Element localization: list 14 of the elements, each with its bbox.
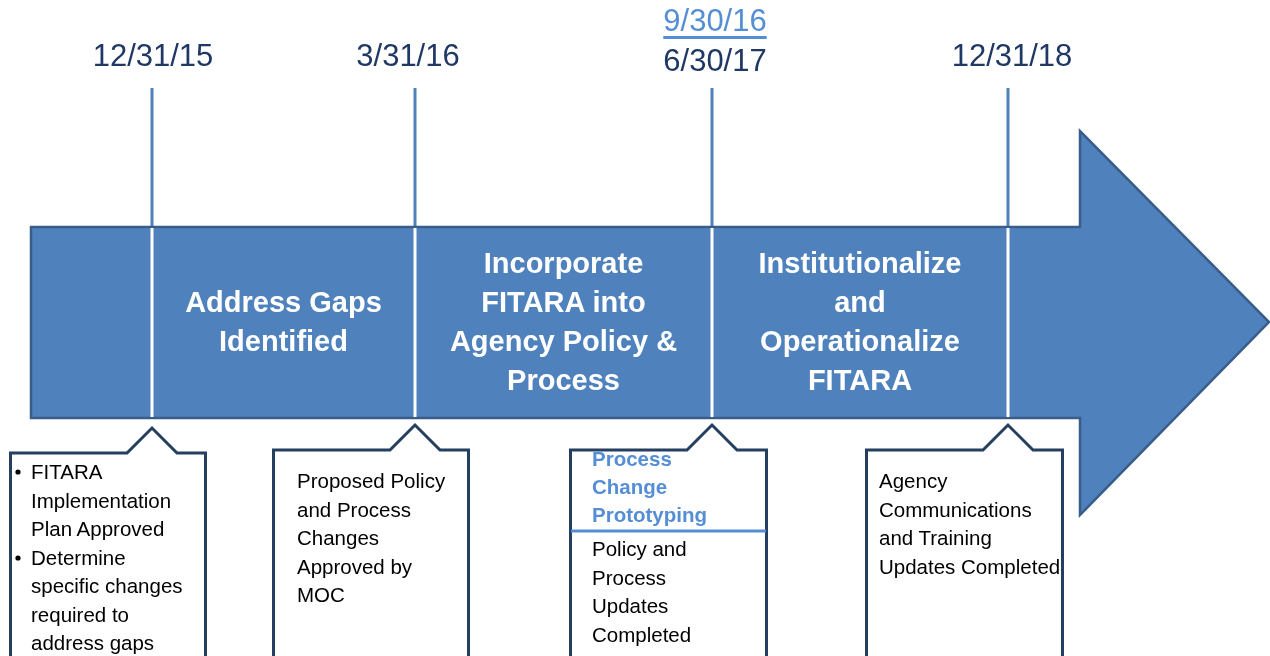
callout-text: Proposed Policy and Process Changes Approved by MOC bbox=[297, 468, 447, 608]
date-label: 6/30/17 bbox=[662, 43, 768, 79]
date-label: 12/31/15 bbox=[91, 38, 215, 74]
date-label: 9/30/16 bbox=[662, 3, 768, 39]
callout-text: Agency Communications and Training Updates Completed bbox=[879, 468, 1061, 580]
phase-label: Institutionalize and Operationalize FITARA bbox=[757, 246, 963, 398]
bullet-text: FITARA Implementation Plan Approved bbox=[31, 460, 172, 540]
date-label: 3/31/16 bbox=[355, 38, 461, 74]
phase-label: Incorporate FITARA into Agency Policy & Process bbox=[448, 246, 679, 398]
callout-text: Policy and Process Updates Completed bbox=[592, 536, 693, 648]
callout-heading: Process Change Prototyping bbox=[592, 446, 708, 528]
date-label: 12/31/18 bbox=[950, 38, 1074, 74]
bullet-text: Determine specific changes required to address gaps bbox=[31, 545, 183, 654]
phase-label: Address Gaps Identified bbox=[184, 285, 383, 359]
